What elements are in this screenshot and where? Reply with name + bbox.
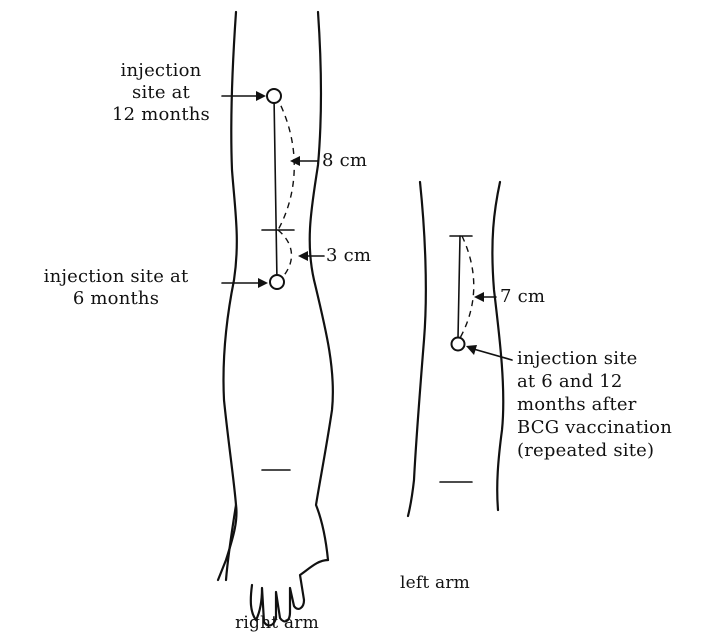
right-3cm-label: 3 cm <box>326 245 371 267</box>
left-site-label: injection site at 6 and 12 months after … <box>517 347 672 462</box>
right-site-6-label: injection site at 6 months <box>6 266 226 310</box>
right-axis-line <box>274 96 277 282</box>
right-site-12-marker <box>267 89 281 103</box>
right-arm-outline-right <box>310 12 333 560</box>
left-axis-line <box>458 236 460 338</box>
right-site-6-marker <box>270 275 284 289</box>
right-8cm-label: 8 cm <box>322 150 367 172</box>
left-7cm-label: 7 cm <box>500 286 545 308</box>
right-dashed-lower <box>278 230 292 282</box>
left-arm-outline-right <box>492 182 503 510</box>
right-site-12-label: injection site at 12 months <box>96 60 226 126</box>
right-arm-drawing <box>218 12 333 625</box>
left-7cm-arrow <box>474 292 496 302</box>
left-arm-drawing <box>408 182 512 516</box>
right-hand <box>218 505 328 625</box>
right-dashed-upper <box>276 96 294 230</box>
left-site-arrow <box>466 345 512 360</box>
right-arm-caption: right arm <box>222 612 332 634</box>
right-site-6-arrow <box>222 278 268 288</box>
left-arm-caption: left arm <box>380 572 490 594</box>
left-site-marker <box>452 338 465 351</box>
left-arm-outline-left <box>408 182 426 516</box>
right-site-12-arrow <box>222 91 266 101</box>
left-dashed-curve <box>460 236 474 338</box>
